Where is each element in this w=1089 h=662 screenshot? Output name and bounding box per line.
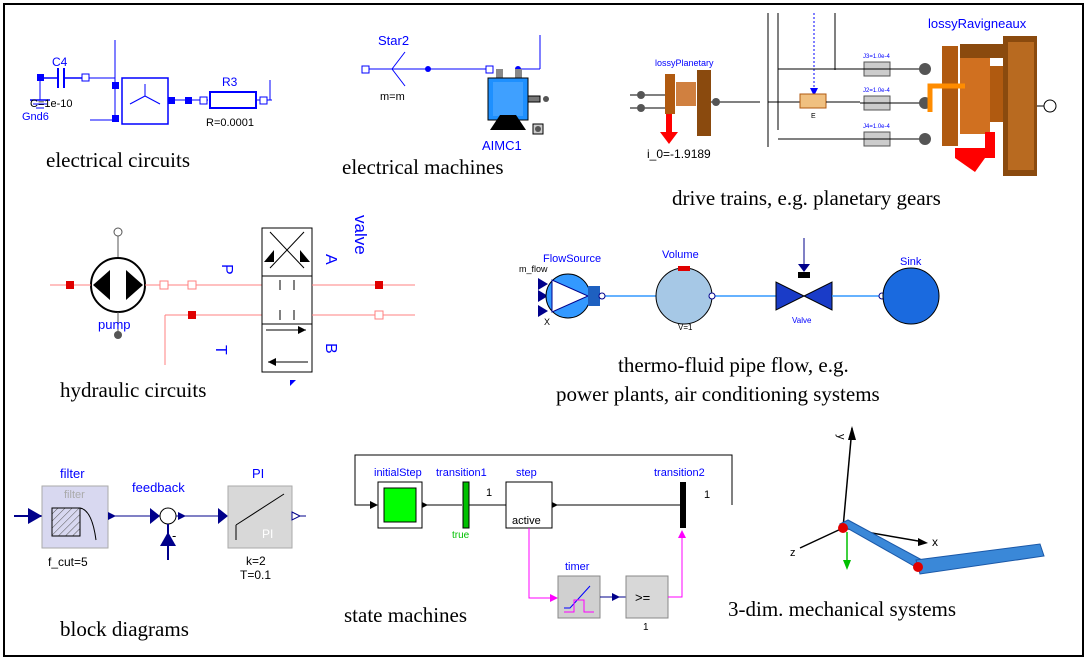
ge-value: 1 bbox=[643, 622, 649, 633]
drive-trains-panel: lossyPlanetary i_0=-1.9189 E J3=1.0e-4 J… bbox=[630, 13, 1057, 210]
sink-vessel bbox=[882, 267, 940, 325]
pi-label: PI bbox=[252, 466, 264, 481]
pi-block bbox=[227, 485, 293, 549]
thermo-fluid-panel: FlowSource m_flow T X Volume V=1 Valve S… bbox=[519, 238, 940, 406]
j4-label: J4=1.0e-4 bbox=[863, 124, 891, 130]
volume-v-label: V=1 bbox=[678, 323, 693, 332]
caption-thermo-line1: thermo-fluid pipe flow, e.g. bbox=[618, 353, 849, 377]
caption-electrical-circuits: electrical circuits bbox=[46, 148, 190, 172]
caption-drive-trains: drive trains, e.g. planetary gears bbox=[672, 186, 941, 210]
axis-z-label: z bbox=[790, 547, 796, 559]
hydraulic-b-label: B bbox=[322, 343, 339, 354]
brake-e bbox=[799, 93, 827, 109]
caption-block-diagrams: block diagrams bbox=[60, 617, 189, 641]
feedback-label: feedback bbox=[132, 480, 185, 495]
i0-param: i_0=-1.9189 bbox=[647, 147, 711, 161]
pi-inner-label: PI bbox=[262, 527, 273, 541]
transition2-bar bbox=[680, 482, 686, 528]
c4-label: C4 bbox=[52, 55, 68, 69]
figure-frame bbox=[3, 3, 1084, 657]
lossy-ravigneaux-label: lossyRavigneaux bbox=[928, 16, 1027, 31]
pi-k-param: k=2 bbox=[246, 554, 266, 568]
valve-thermo-label: Valve bbox=[792, 316, 812, 325]
filter-label: filter bbox=[60, 466, 85, 481]
caption-3d-mechanical: 3-dim. mechanical systems bbox=[728, 597, 956, 621]
pump-label: pump bbox=[98, 317, 131, 332]
star2-label: Star2 bbox=[378, 33, 409, 48]
volume-label: Volume bbox=[662, 249, 699, 261]
true-label: true bbox=[452, 530, 470, 541]
electrical-circuit-panel: C4 C=1e-10 Gnd6 R3 R=0.0001 electrical c… bbox=[22, 40, 272, 172]
transition1-label: transition1 bbox=[436, 467, 487, 479]
c4-param: C=1e-10 bbox=[30, 98, 73, 110]
step-active-label: active bbox=[512, 515, 541, 527]
star2-param: m=m bbox=[380, 91, 405, 103]
ge-block bbox=[625, 575, 669, 619]
hydraulic-p-label: P bbox=[218, 264, 235, 275]
joint-1 bbox=[838, 523, 848, 533]
x-label: X bbox=[544, 317, 550, 327]
filter-inner-label: filter bbox=[64, 489, 85, 501]
transition2-label: transition2 bbox=[654, 467, 705, 479]
initial-step-label: initialStep bbox=[374, 467, 422, 479]
electrical-machines-panel: Star2 m=m AIMC1 electrical machines bbox=[342, 33, 549, 179]
mechanical-3d-panel: y x z 3-dim. mechanical systems bbox=[728, 426, 1045, 621]
transition1-bar bbox=[462, 481, 470, 529]
j2-label: J2=1.0e-4 bbox=[863, 88, 891, 94]
hydraulic-panel: pump P T A B valve hydraulic circuit bbox=[50, 215, 415, 402]
r3-resistor bbox=[209, 91, 257, 109]
pi-t-param: T=0.1 bbox=[240, 568, 271, 582]
hydraulic-a-label: A bbox=[322, 254, 339, 265]
transition1-value: 1 bbox=[486, 487, 492, 499]
lossy-planetary-label: lossyPlanetary bbox=[655, 58, 714, 68]
j3-label: J3=1.0e-4 bbox=[863, 54, 891, 60]
valve-symbol bbox=[775, 281, 806, 311]
block-diagrams-panel: filter filter f_cut=5 feedback - PI PI k… bbox=[14, 466, 306, 641]
r3-label: R3 bbox=[222, 75, 238, 89]
timer-block bbox=[557, 575, 601, 619]
brake-e-label: E bbox=[811, 113, 816, 120]
valve-body bbox=[261, 227, 313, 373]
gnd-label: Gnd6 bbox=[22, 111, 49, 123]
joint-2 bbox=[913, 562, 923, 572]
planetary-gear-left bbox=[665, 74, 675, 114]
axis-x-label: x bbox=[932, 535, 938, 549]
flow-source-label: FlowSource bbox=[543, 253, 601, 265]
ge-label: >= bbox=[635, 590, 650, 605]
caption-state-machines: state machines bbox=[344, 603, 467, 627]
caption-hydraulic-circuits: hydraulic circuits bbox=[60, 378, 206, 402]
state-machines-panel: initialStep transition1 1 true step acti… bbox=[344, 454, 733, 633]
axis-y-label: y bbox=[835, 434, 847, 440]
step-label: step bbox=[516, 467, 537, 479]
minus-sign: - bbox=[172, 528, 176, 543]
c4-pin bbox=[37, 74, 44, 81]
f-cut-param: f_cut=5 bbox=[48, 555, 88, 569]
transition2-value: 1 bbox=[704, 489, 710, 501]
hydraulic-t-label: T bbox=[212, 345, 229, 355]
valve-label: valve bbox=[351, 215, 370, 255]
caption-electrical-machines: electrical machines bbox=[342, 155, 504, 179]
volume-vessel bbox=[655, 267, 713, 325]
m-flow-label: m_flow bbox=[519, 264, 548, 274]
link-arm-1 bbox=[838, 519, 923, 567]
r3-param: R=0.0001 bbox=[206, 117, 254, 129]
feedback-junction bbox=[159, 507, 177, 525]
timer-label: timer bbox=[565, 561, 590, 573]
step-state bbox=[505, 481, 553, 529]
aimc1-label: AIMC1 bbox=[482, 138, 522, 153]
sink-label: Sink bbox=[900, 256, 922, 268]
caption-thermo-line2: power plants, air conditioning systems bbox=[556, 382, 880, 406]
